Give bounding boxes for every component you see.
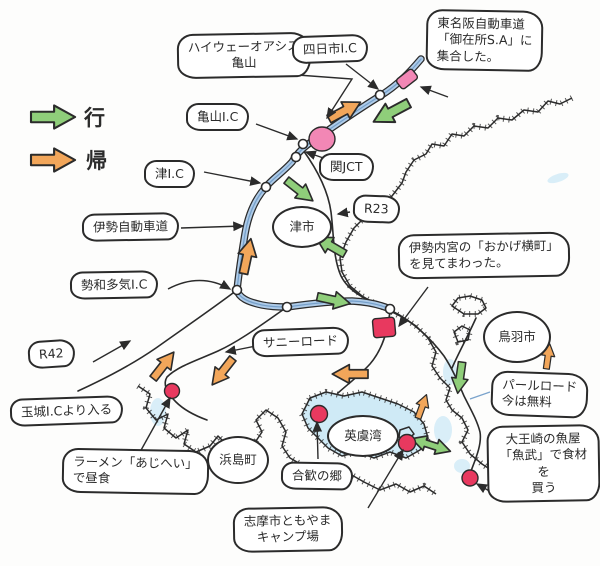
legend-go-label: 行 (84, 106, 105, 130)
label-seki-jct: 関JCT (319, 153, 374, 182)
place-markers (163, 68, 479, 487)
label-tsu-city: 津市 (272, 206, 332, 248)
gozaisho-sa-marker (395, 68, 419, 90)
road-pearl (451, 317, 477, 369)
return-arrow-icon (145, 345, 182, 385)
uotake-marker (461, 469, 479, 487)
label-okage-yokocho-note: 伊勢内宮の「おかげ横町」 を見てまわった。 (397, 231, 571, 279)
label-hamajima: 浜島町 (207, 436, 269, 484)
label-r42: R42 (27, 338, 76, 370)
label-seiwataki-ic: 勢和多気I.C (69, 270, 159, 301)
road-southeast (391, 310, 482, 472)
return-arrow-icon (204, 352, 241, 392)
label-sunny-road: サニーロード (251, 326, 350, 358)
ajihei-marker (163, 382, 181, 400)
label-ago-bay: 英虞湾 (327, 415, 399, 457)
road-r42 (77, 289, 238, 392)
label-uotake-note: 大王崎の魚屋 「魚武」で食材を 買う (486, 424, 600, 503)
label-kameyama-ic: 亀山I.C (186, 103, 250, 132)
label-nemu-no-sato: 合歓の郷 (280, 461, 354, 491)
label-tamaki-ic-note: 玉城I.Cより入る (9, 395, 124, 428)
label-ise-expressway: 伊勢自動車道 (81, 212, 180, 243)
tomoyama-camp-marker (397, 433, 417, 453)
pointer-lines (92, 63, 501, 509)
go-arrow-icon (280, 172, 320, 209)
label-ajihei-lunch-note: ラーメン「あじへい」 で昼食 (61, 447, 209, 495)
label-pearl-road-note: パールロード 今は無料 (490, 370, 589, 419)
highway-oasis-marker (308, 126, 336, 152)
legend-return-label: 帰 (86, 149, 107, 173)
return-arrow-icon (331, 363, 369, 385)
okage-yokocho-marker (371, 316, 397, 339)
expressway (233, 55, 425, 313)
label-highway-oasis-kameyama: ハイウェーオアシス 亀山 (176, 31, 312, 79)
nemu-no-sato-marker (309, 404, 329, 424)
go-arrow-icon (314, 287, 353, 314)
legend-go-arrow-icon (29, 104, 77, 130)
road-sunny (164, 306, 288, 421)
label-yokkaichi-ic: 四日市I.C (291, 33, 369, 65)
legend-return-arrow-icon (29, 147, 77, 173)
return-arrow-icon (411, 391, 434, 422)
label-tomoyama-camp: 志摩市ともやま キャンプ場 (232, 506, 343, 553)
interchange-dots (231, 89, 396, 315)
label-meihan-gozaisho-note: 東名阪自動車道 「御在所S.A」に 集合した。 (425, 8, 544, 72)
label-r23: R23 (352, 194, 401, 225)
label-tsu-ic: 津I.C (144, 160, 195, 189)
label-toba-city: 鳥羽市 (483, 311, 551, 363)
